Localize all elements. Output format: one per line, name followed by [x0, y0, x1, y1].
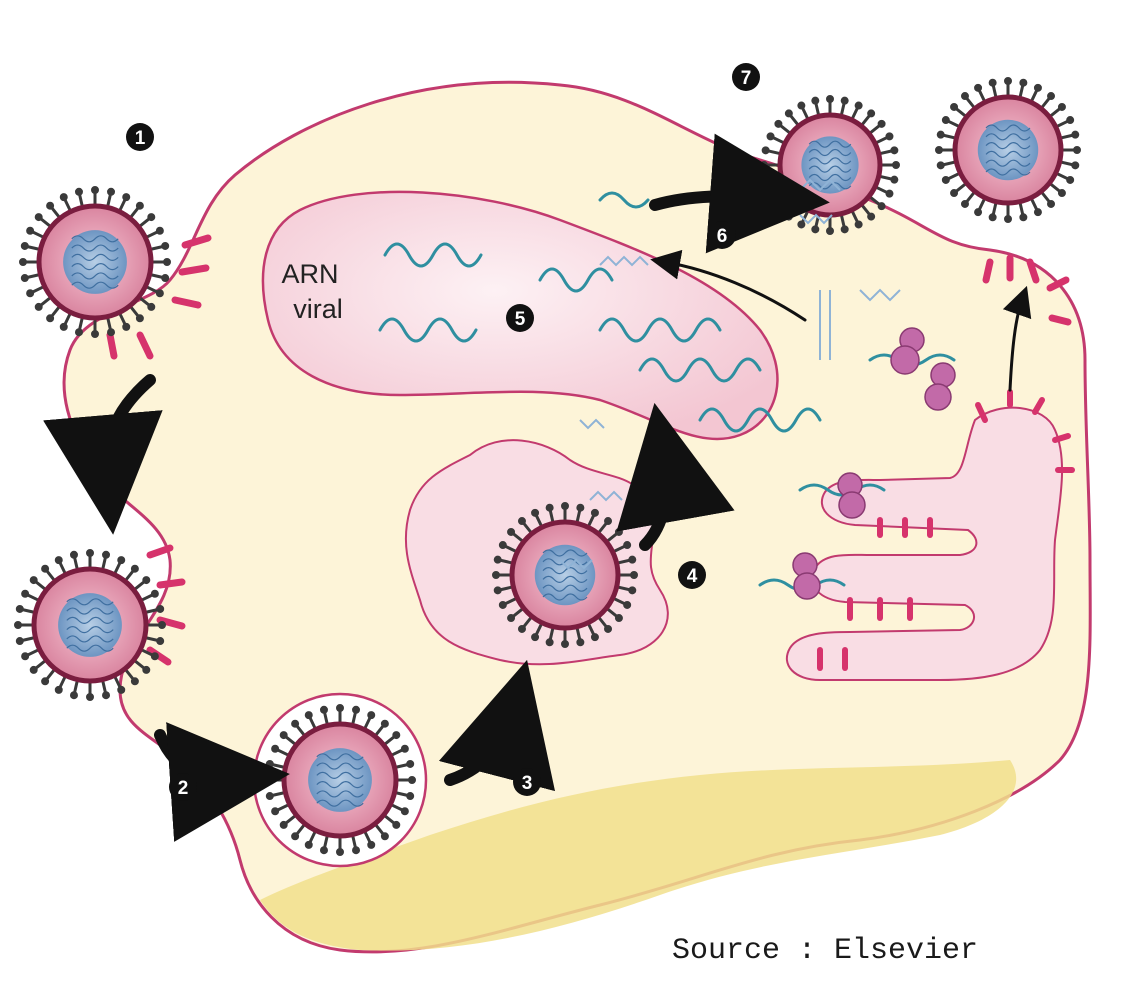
virus-particle: [254, 694, 426, 866]
step-number: 2: [178, 778, 189, 799]
step-badge-7: 7: [732, 63, 760, 91]
step-badge-3: 3: [513, 768, 541, 796]
step-badge-4: 4: [678, 561, 706, 589]
step-badge-2: 2: [169, 773, 197, 801]
source-credit: Source : Elsevier: [672, 934, 978, 968]
step-number: 1: [135, 128, 146, 149]
ribosome: [931, 363, 955, 387]
step-badge-6: 6: [708, 221, 736, 249]
step-number: 7: [741, 68, 752, 89]
step-number: 5: [515, 309, 526, 330]
step-badge-5: 5: [506, 304, 534, 332]
step-number: 4: [687, 566, 698, 587]
step-number: 3: [522, 773, 533, 794]
step-number: 6: [717, 226, 728, 247]
ribosome: [794, 573, 820, 599]
ribosome: [925, 384, 951, 410]
virus-particle: [937, 79, 1080, 222]
ribosome: [839, 492, 865, 518]
step-badge-1: 1: [126, 123, 154, 151]
ribosome: [891, 346, 919, 374]
rna-label-line1: ARN: [281, 259, 338, 289]
rna-label-line2: viral: [293, 294, 343, 324]
